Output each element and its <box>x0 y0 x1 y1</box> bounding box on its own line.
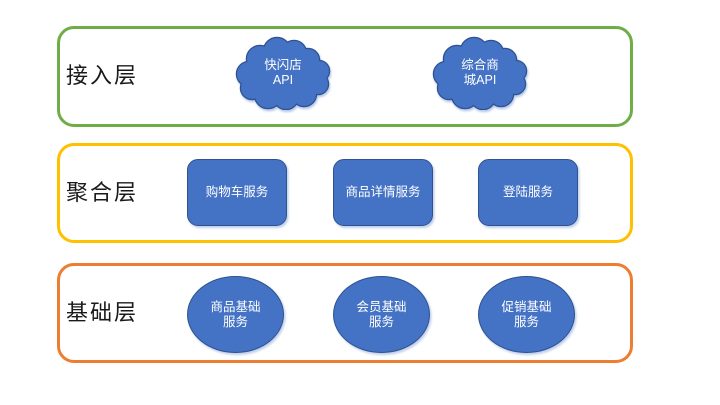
node-label-line: 商品基础 <box>210 299 261 314</box>
node-label-line: 城API <box>463 73 497 87</box>
layer-aggregation: 聚合层 购物车服务 商品详情服务 登陆服务 <box>57 143 633 243</box>
service-node-product-detail: 商品详情服务 <box>333 159 433 226</box>
layer-label-access: 接入层 <box>66 63 139 88</box>
node-label-line: 快闪店 <box>264 58 302 72</box>
node-label-line: 商品详情服务 <box>345 185 421 199</box>
cloud-node-flash-store-api: 快闪店 API <box>233 36 333 110</box>
node-label-line: 会员基础 <box>356 299 407 314</box>
node-label-line: 服务 <box>368 314 394 329</box>
layer-label-aggregation: 聚合层 <box>66 180 139 205</box>
cloud-node-mall-api: 综合商 城API <box>430 36 530 110</box>
node-label-line: 服务 <box>222 314 248 329</box>
node-label-line: 服务 <box>513 314 539 329</box>
service-node-member-base: 会员基础 服务 <box>333 276 430 353</box>
layer-access: 接入层 快闪店 API 综合商 城API <box>57 26 633 127</box>
node-label-line: 综合商 <box>461 58 499 72</box>
service-node-login: 登陆服务 <box>478 159 578 226</box>
service-node-promotion-base: 促销基础 服务 <box>478 276 575 353</box>
node-label-line: 促销基础 <box>501 299 552 314</box>
node-label: 快闪店 API <box>264 58 302 88</box>
service-node-cart: 购物车服务 <box>187 159 287 226</box>
node-label-line: API <box>272 73 294 87</box>
layer-label-base: 基础层 <box>66 300 139 325</box>
layer-base: 基础层 商品基础 服务 会员基础 服务 促销基础 服务 <box>57 263 633 363</box>
service-node-product-base: 商品基础 服务 <box>187 276 284 353</box>
node-label-line: 登陆服务 <box>502 185 553 199</box>
node-label: 综合商 城API <box>461 58 499 88</box>
node-label-line: 购物车服务 <box>205 185 269 199</box>
